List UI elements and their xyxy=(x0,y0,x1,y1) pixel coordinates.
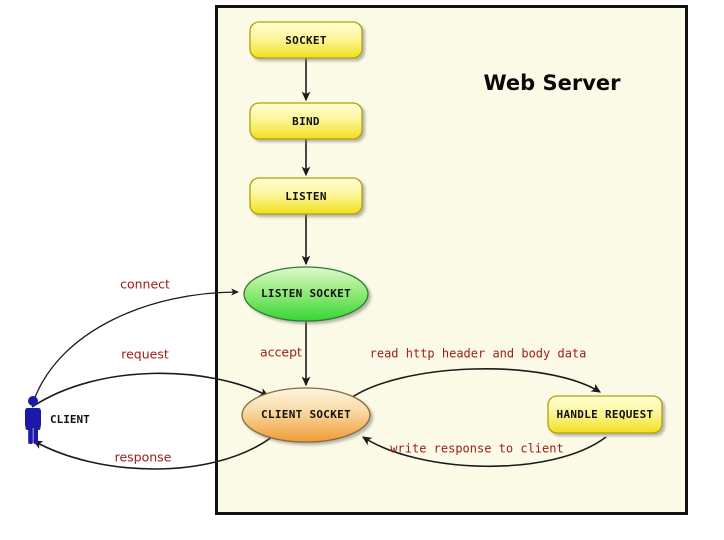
edge-read-http-client-socket-to-handle-request xyxy=(347,368,602,401)
edge-connect-client-to-listen-socket xyxy=(33,288,239,401)
node-socket-shape xyxy=(249,21,363,59)
edge-label-response: response xyxy=(115,450,172,465)
client-actor[interactable]: CLIENT xyxy=(25,396,90,444)
node-socket-label: SOCKET xyxy=(285,34,327,47)
edge-label-request: request xyxy=(121,347,169,362)
node-socket[interactable]: SOCKET xyxy=(249,21,363,59)
edge-label-read-http: read http header and body data xyxy=(370,347,587,361)
node-client-socket-label: CLIENT SOCKET xyxy=(261,408,351,421)
edge-request-client-to-client-socket xyxy=(31,372,270,408)
edge-response-client-socket-to-client xyxy=(32,436,273,470)
page-title: Web Server xyxy=(483,71,621,95)
client-actor-label: CLIENT xyxy=(50,413,90,426)
node-bind-shape xyxy=(249,102,363,140)
node-client-socket-shape xyxy=(241,387,371,443)
node-bind-label: BIND xyxy=(292,115,320,128)
node-listen-shape xyxy=(249,177,363,215)
edge-label-write-response: write response to client xyxy=(390,442,563,456)
node-listen-socket-label: LISTEN SOCKET xyxy=(261,287,351,300)
node-handle-request-label: HANDLE REQUEST xyxy=(557,408,654,421)
node-bind[interactable]: BIND xyxy=(249,102,363,140)
node-listen-socket-shape xyxy=(243,266,369,322)
node-listen-label: LISTEN xyxy=(285,190,327,203)
edge-label-accept: accept xyxy=(260,345,302,360)
node-handle-request[interactable]: HANDLE REQUEST xyxy=(547,395,663,434)
person-icon xyxy=(25,396,41,444)
node-handle-request-shape xyxy=(547,395,663,434)
node-listen[interactable]: LISTEN xyxy=(249,177,363,215)
node-client-socket[interactable]: CLIENT SOCKET xyxy=(241,387,371,443)
edge-label-connect: connect xyxy=(120,277,170,292)
node-listen-socket[interactable]: LISTEN SOCKET xyxy=(243,266,369,322)
edge-write-response-handle-request-to-client-socket xyxy=(362,436,607,468)
